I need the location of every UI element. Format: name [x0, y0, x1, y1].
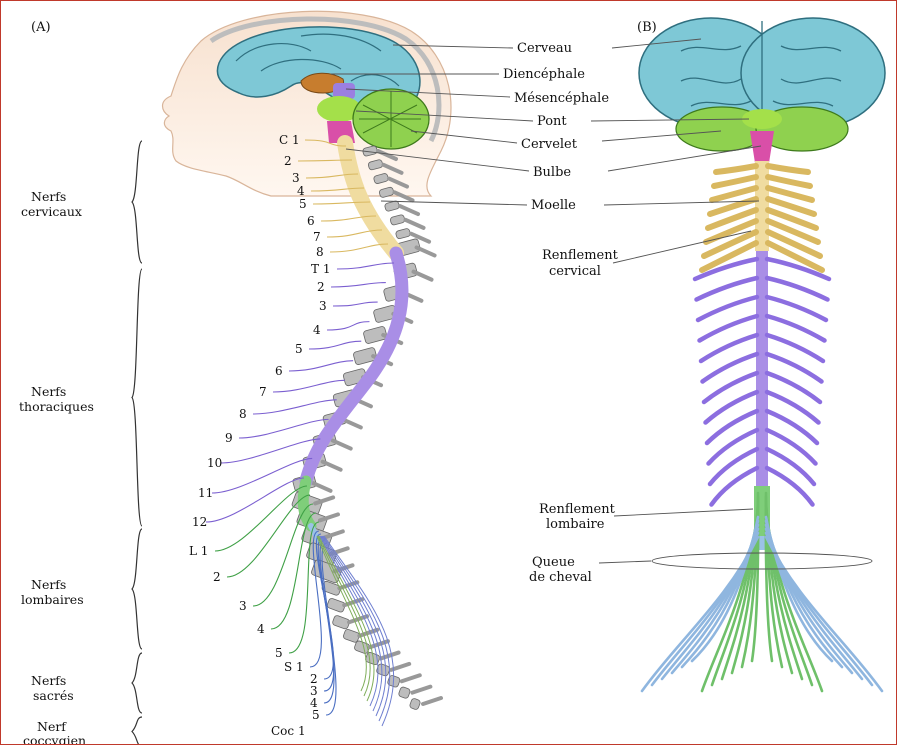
nerve-line: [331, 283, 386, 287]
queue-de-cheval-fibre: [766, 513, 822, 691]
group-brace-1: [132, 141, 142, 263]
vertebra: [398, 686, 411, 699]
spinous-process: [325, 531, 343, 537]
nerf-cervical-dorsal: [716, 166, 756, 172]
nerve-line: [309, 341, 361, 349]
segment-label-thoracic-6: 6: [275, 364, 283, 378]
nerve-line: [215, 486, 307, 551]
label-queue-de-cheval-2: de cheval: [529, 570, 592, 585]
nerve-line: [289, 361, 353, 371]
segment-label-lumbar-4: 4: [257, 622, 265, 636]
nerf-cervical-dorsal: [768, 177, 810, 186]
nerve-line: [337, 263, 394, 269]
spinous-process: [402, 675, 420, 681]
group-brace-3: [132, 529, 142, 649]
spinous-process: [391, 664, 409, 670]
group-brace-5: [132, 717, 142, 744]
label-pont: Pont: [537, 114, 567, 129]
spinous-process: [412, 687, 430, 693]
leader-line: [599, 561, 651, 563]
cervelet-shape: [353, 89, 429, 149]
nerve-line: [206, 478, 304, 522]
label-renflement-cervical-1: Renflement: [542, 248, 619, 263]
segment-label-thoracic-3: 3: [319, 299, 327, 313]
group-brace-2: [132, 269, 142, 526]
group-lumbar-2: lombaires: [21, 592, 84, 607]
label-cerveau: Cerveau: [517, 41, 572, 56]
segment-label-sacral-1: S 1: [284, 660, 304, 674]
group-sacral-2: sacrés: [33, 688, 74, 703]
label-moelle: Moelle: [531, 198, 576, 213]
vertebra: [384, 200, 400, 211]
segment-label-cervical-8: 8: [316, 245, 324, 259]
group-sacral-1: Nerfs: [31, 673, 66, 688]
queue-de-cheval-fibre: [702, 513, 758, 691]
segment-label-cervical-1: C 1: [279, 133, 300, 147]
nerve-line: [327, 322, 369, 330]
spinous-process: [400, 206, 418, 214]
spinous-process: [320, 514, 338, 520]
leader-line: [381, 201, 527, 205]
vertebra: [395, 228, 411, 239]
segment-label-cervical-5: 5: [299, 197, 307, 211]
spinous-process: [315, 497, 333, 503]
segment-label-thoracic-4: 4: [313, 323, 321, 337]
label-renflement-cervical-2: cervical: [549, 264, 601, 279]
segment-label-thoracic-11: 11: [198, 486, 213, 500]
group-coccygeal-2: coccygien: [23, 733, 86, 744]
nerve-line: [330, 244, 388, 252]
segment-label-cervical-3: 3: [292, 171, 300, 185]
label-cervelet: Cervelet: [521, 137, 578, 152]
label-diencephale: Diencéphale: [503, 67, 585, 82]
panel-b-label: (B): [637, 20, 657, 35]
segment-label-thoracic-8: 8: [239, 407, 247, 421]
segment-label-cervical-6: 6: [307, 214, 315, 228]
segment-label-thoracic-2: 2: [317, 280, 325, 294]
segment-label-thoracic-7: 7: [259, 385, 267, 399]
nerf-cervical-dorsal: [714, 177, 756, 186]
segment-label-thoracic-10: 10: [207, 456, 222, 470]
segment-label-lumbar-1: L 1: [189, 544, 208, 558]
spinous-process: [406, 220, 424, 228]
label-bulbe: Bulbe: [533, 165, 571, 180]
segment-label-cervical-4: 4: [297, 184, 305, 198]
segment-label-thoracic-1: T 1: [311, 262, 330, 276]
segment-label-lumbar-3: 3: [239, 599, 247, 613]
segment-label-cervical-2: 2: [284, 154, 292, 168]
label-renflement-lombaire-1: Renflement: [539, 502, 616, 517]
group-thoracic-1: Nerfs: [31, 384, 66, 399]
segment-label-sacral-5: 5: [312, 708, 320, 722]
group-brace-4: [132, 653, 142, 713]
segment-label-cervical-7: 7: [313, 230, 321, 244]
nerve-line: [273, 380, 345, 392]
segment-label-lumbar-5: 5: [275, 646, 283, 660]
leader-line: [614, 509, 753, 516]
queue-de-cheval-ring: [652, 553, 872, 569]
label-queue-de-cheval-1: Queue: [532, 555, 575, 570]
label-mesencephale: Mésencéphale: [514, 91, 609, 106]
vertebra: [409, 698, 421, 710]
group-lumbar-1: Nerfs: [31, 577, 66, 592]
nerf-cervical-dorsal: [768, 166, 808, 172]
segment-label-thoracic-12: 12: [192, 515, 207, 529]
group-cervical-1: Nerfs: [31, 189, 66, 204]
group-coccygeal-1: Nerf: [37, 719, 67, 734]
label-renflement-lombaire-2: lombaire: [546, 517, 605, 532]
segment-label-lumbar-2: 2: [213, 570, 221, 584]
nerve-line: [253, 400, 337, 414]
panel-a-label: (A): [31, 20, 51, 35]
nerf-thoracique-dorsal: [767, 278, 828, 300]
segment-label-coccygeal: Coc 1: [271, 724, 306, 738]
segment-label-thoracic-9: 9: [225, 431, 233, 445]
nerf-thoracique-dorsal: [697, 278, 758, 300]
group-cervical-2: cervicaux: [21, 204, 82, 219]
segment-label-thoracic-5: 5: [295, 342, 303, 356]
nerve-line: [239, 419, 329, 438]
vertebra: [390, 214, 406, 225]
nerve-line: [333, 302, 378, 306]
group-thoracic-2: thoraciques: [19, 399, 94, 414]
spinous-process: [423, 698, 441, 704]
